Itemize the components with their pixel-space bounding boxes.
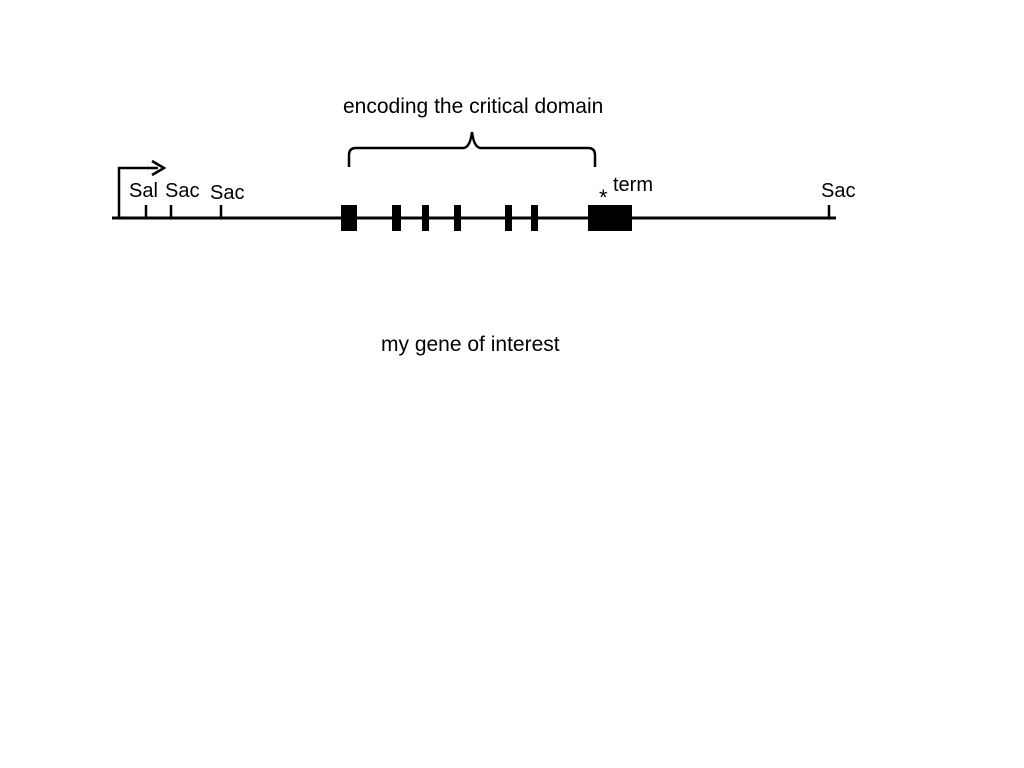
exon-2 [392, 205, 401, 231]
sac-site-label-3: Sac [821, 180, 855, 202]
critical-domain-label: encoding the critical domain [343, 95, 603, 118]
diagram-caption: my gene of interest [381, 333, 560, 356]
stop-codon-marker: * [599, 185, 608, 210]
sac-site-label-2: Sac [210, 182, 244, 204]
sac-site-label-1: Sac [165, 180, 199, 202]
terminator-label: term [613, 174, 653, 196]
exon-7-large [588, 205, 632, 231]
exon-5 [505, 205, 512, 231]
sal-site-label: Sal [129, 180, 158, 202]
exon-1 [341, 205, 357, 231]
exon-3 [422, 205, 429, 231]
transcription-start-arrow-icon [117, 159, 167, 218]
exon-6 [531, 205, 538, 231]
critical-domain-brace [347, 131, 597, 167]
exon-4 [454, 205, 461, 231]
